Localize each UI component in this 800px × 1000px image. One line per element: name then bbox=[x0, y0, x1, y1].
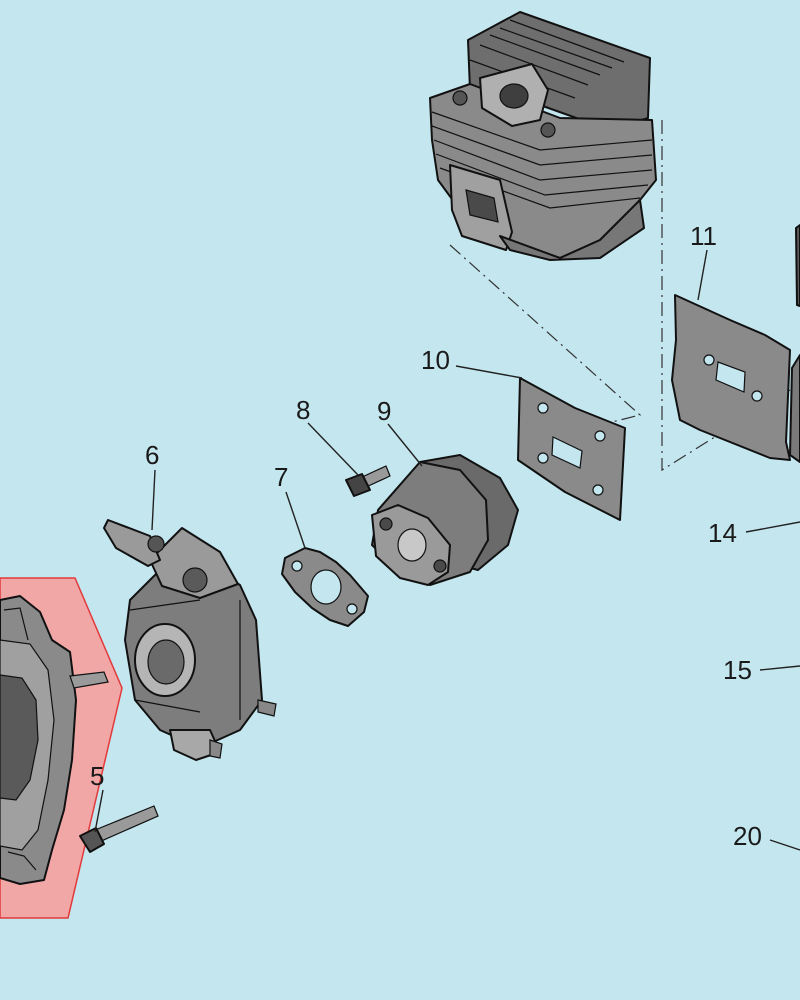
gasket-large-hole-2 bbox=[751, 390, 763, 402]
leader-15 bbox=[759, 665, 800, 671]
callout-labels: 5 6 7 8 9 10 11 14 15 20 bbox=[90, 221, 762, 851]
callout-6[interactable]: 6 bbox=[145, 440, 159, 470]
gasket-flat-hole-3 bbox=[537, 452, 549, 464]
gasket-flat-hole-2 bbox=[594, 430, 606, 442]
callout-11[interactable]: 11 bbox=[690, 221, 717, 251]
part-6-carburetor[interactable] bbox=[103, 519, 277, 761]
leader-5 bbox=[94, 789, 104, 833]
leader-20 bbox=[769, 839, 800, 851]
cylinder-bolt-1 bbox=[452, 90, 468, 106]
part-10-gasket[interactable] bbox=[517, 377, 626, 521]
cylinder-spark-plug-hole bbox=[499, 83, 529, 109]
part-8-screw[interactable] bbox=[345, 465, 391, 497]
gasket-small-bolt-hole-2 bbox=[346, 603, 358, 615]
carburetor-bottom-bowl bbox=[169, 729, 221, 761]
edge-part-upper bbox=[795, 224, 800, 307]
part-5-bolt[interactable] bbox=[79, 805, 159, 853]
callout-7[interactable]: 7 bbox=[274, 462, 288, 492]
cylinder-bolt-2 bbox=[540, 122, 556, 138]
callout-15[interactable]: 15 bbox=[723, 655, 752, 685]
bolt-shaft bbox=[94, 805, 159, 843]
manifold-port bbox=[397, 528, 427, 562]
callout-leaders bbox=[94, 249, 800, 851]
cylinder-exhaust-port bbox=[465, 189, 499, 223]
gasket-small-hole bbox=[310, 569, 342, 605]
leader-9 bbox=[387, 423, 423, 467]
carburetor-primer bbox=[182, 567, 208, 593]
gasket-large-hole-1 bbox=[703, 354, 715, 366]
bolt-head bbox=[79, 827, 105, 853]
leader-7 bbox=[285, 491, 306, 549]
leader-11 bbox=[697, 249, 708, 301]
gasket-flat-hole-1 bbox=[537, 402, 549, 414]
leader-8 bbox=[307, 422, 359, 476]
carburetor-flange bbox=[129, 599, 241, 720]
leader-14 bbox=[745, 521, 800, 533]
gasket-large-port bbox=[715, 361, 746, 393]
cylinder-skirt bbox=[499, 199, 645, 261]
air-filter-housing-highlight[interactable] bbox=[0, 577, 123, 919]
part-7-gasket[interactable] bbox=[281, 547, 369, 627]
housing-stud bbox=[69, 671, 109, 689]
gasket-small-bolt-hole-1 bbox=[291, 560, 303, 572]
callout-10[interactable]: 10 bbox=[421, 345, 450, 375]
carburetor-nipple bbox=[209, 739, 223, 759]
manifold-bolt-hole-1 bbox=[379, 517, 393, 531]
callout-14[interactable]: 14 bbox=[708, 518, 737, 548]
gasket-flat-port bbox=[551, 436, 583, 469]
cylinder[interactable] bbox=[429, 11, 657, 261]
manifold-bolt-hole-2 bbox=[433, 559, 447, 573]
screw-head bbox=[345, 473, 371, 497]
carburetor-throat-inner bbox=[147, 639, 185, 685]
part-9-intake-manifold[interactable] bbox=[371, 454, 519, 586]
leader-10 bbox=[455, 365, 523, 379]
callout-20[interactable]: 20 bbox=[733, 821, 762, 851]
part-11-gasket[interactable] bbox=[671, 294, 791, 461]
callout-9[interactable]: 9 bbox=[377, 396, 391, 426]
air-filter-housing-cavity bbox=[0, 674, 39, 801]
cylinder-horizontal-fins bbox=[431, 111, 653, 209]
carburetor-top bbox=[149, 527, 239, 599]
air-filter-housing-rib bbox=[3, 607, 37, 871]
edge-part-lower bbox=[789, 354, 800, 463]
callout-5[interactable]: 5 bbox=[90, 761, 104, 791]
leader-6 bbox=[151, 469, 156, 531]
gasket-flat-hole-4 bbox=[592, 484, 604, 496]
carburetor-side-screw bbox=[257, 699, 277, 717]
carburetor-fitting-cap bbox=[147, 535, 165, 553]
cylinder-fin-lines bbox=[469, 19, 625, 99]
partial-part-right-edge bbox=[789, 224, 800, 463]
callout-8[interactable]: 8 bbox=[296, 395, 310, 425]
carburetor-choke-fitting bbox=[103, 519, 161, 567]
